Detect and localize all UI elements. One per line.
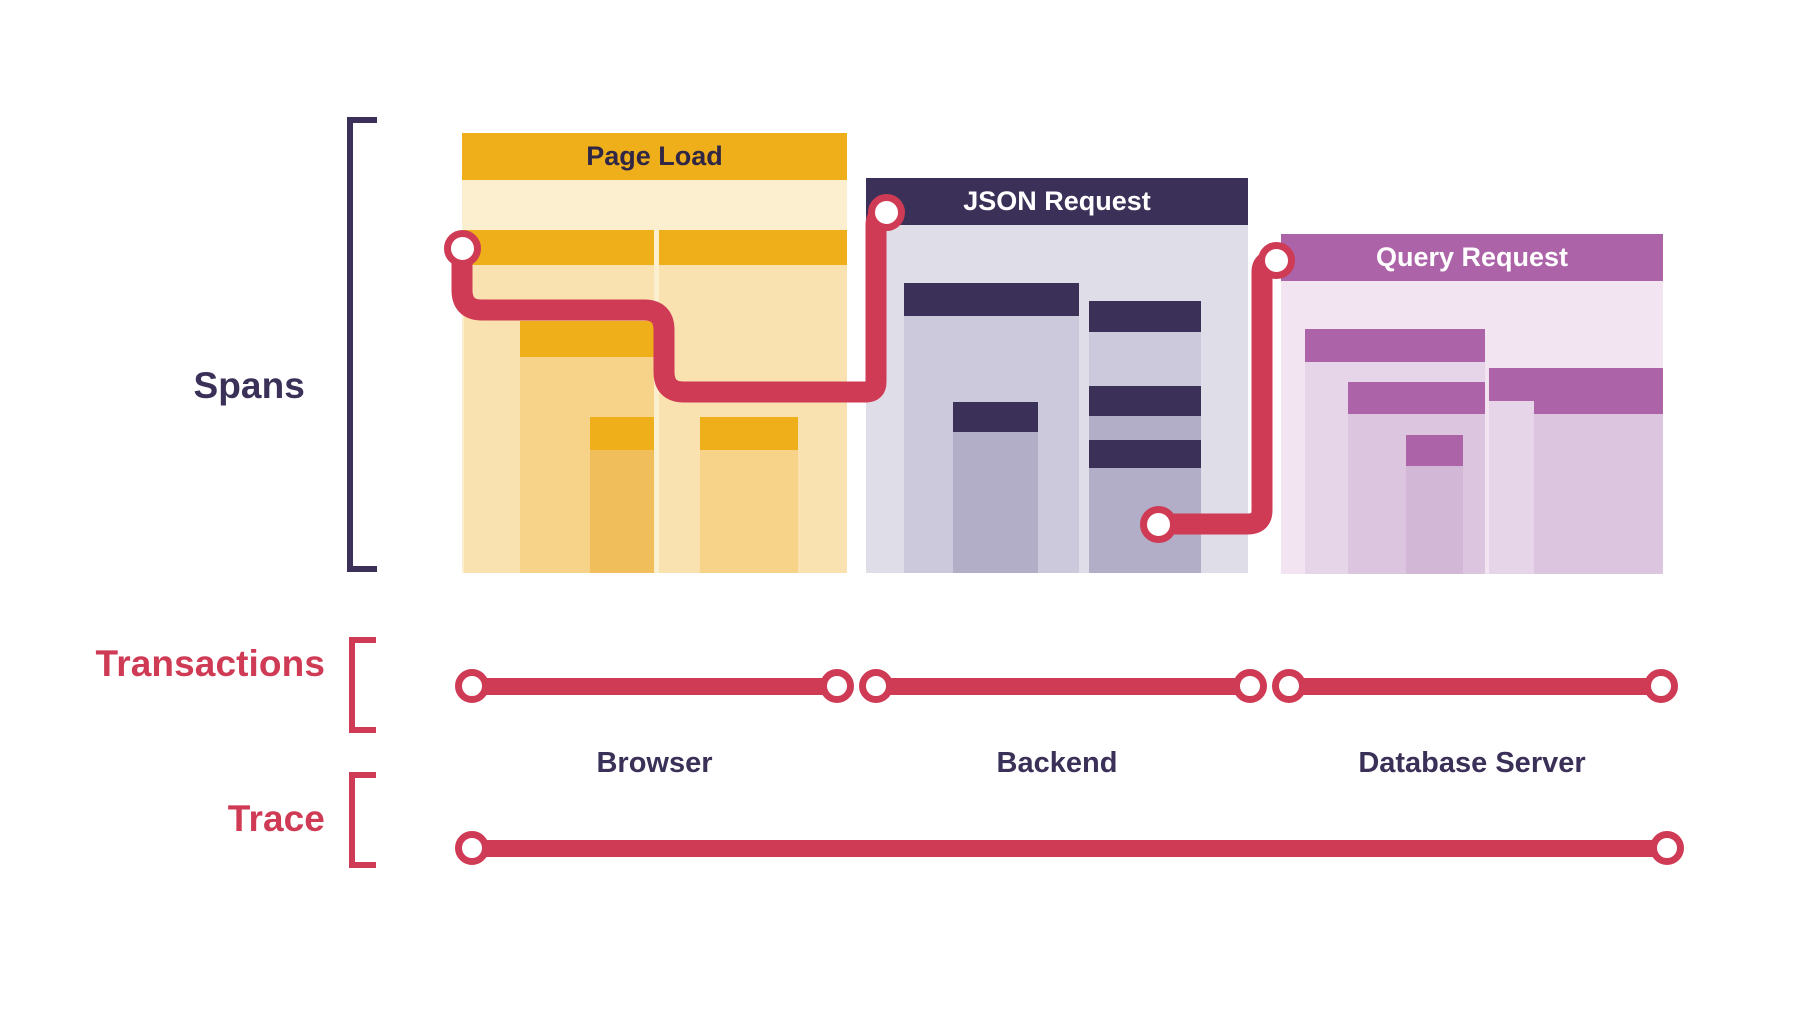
transaction-dot-backend-end[interactable]: [1233, 669, 1267, 703]
transaction-dot-browser-end[interactable]: [820, 669, 854, 703]
bracket-trace: [349, 772, 376, 868]
service-group-database: Query Request Database Server: [1281, 234, 1663, 779]
span-header-db-call: [1089, 386, 1201, 416]
span-header-query-nested-a1: [1348, 382, 1485, 414]
span-body-query-nested-b1: [1534, 414, 1663, 574]
span-header-resource-b: [659, 230, 847, 265]
transaction-line-database[interactable]: [1283, 678, 1663, 695]
row-label-transactions: Transactions: [95, 643, 325, 684]
bracket-transactions: [349, 637, 376, 733]
span-header-db-call-inner: [1089, 440, 1201, 468]
service-caption-backend: Backend: [996, 747, 1118, 779]
span-header-query-a: [1305, 329, 1485, 362]
service-group-browser: Page Load Browser: [462, 133, 847, 779]
span-query-nested-b1[interactable]: [1534, 382, 1663, 574]
span-nested-a2[interactable]: [590, 417, 654, 573]
transaction-line-browser[interactable]: [466, 678, 836, 695]
transaction-dot-database-start[interactable]: [1272, 669, 1306, 703]
span-nested-b1[interactable]: [700, 417, 798, 573]
row-label-spans: Spans: [193, 365, 305, 406]
service-caption-browser: Browser: [596, 747, 713, 779]
span-header-nested-a2: [590, 417, 654, 450]
connector-dot-browser-end[interactable]: [868, 194, 905, 231]
transaction-dot-browser-start[interactable]: [455, 669, 489, 703]
trace-dot-end[interactable]: [1650, 831, 1684, 865]
span-header-page-load: Page Load: [462, 133, 847, 180]
transaction-dot-database-end[interactable]: [1644, 669, 1678, 703]
transaction-dot-backend-start[interactable]: [859, 669, 893, 703]
span-header-resource-a: [464, 230, 654, 265]
span-query-nested-a2[interactable]: [1406, 435, 1463, 574]
connector-dot-browser-start[interactable]: [444, 230, 481, 267]
span-body-nested-b1: [700, 450, 798, 573]
span-header-nested-b1: [700, 417, 798, 450]
service-group-backend: JSON Request Backend: [866, 178, 1248, 779]
span-header-json-request: JSON Request: [866, 178, 1248, 225]
span-header-handler: [904, 283, 1079, 316]
span-header-query-request: Query Request: [1281, 234, 1663, 281]
trace-line[interactable]: [466, 840, 1666, 857]
span-header-nested-a1: [520, 321, 654, 357]
span-header-query-nested-a2: [1406, 435, 1463, 466]
service-caption-database: Database Server: [1358, 747, 1586, 779]
span-body-middleware: [953, 432, 1038, 573]
span-header-serializer: [1089, 301, 1201, 332]
row-label-trace: Trace: [227, 798, 325, 839]
span-header-middleware: [953, 402, 1038, 432]
trace-dot-start[interactable]: [455, 831, 489, 865]
transaction-line-backend[interactable]: [870, 678, 1250, 695]
span-body-nested-a2: [590, 450, 654, 573]
span-body-query-nested-a2: [1406, 466, 1463, 574]
span-db-call-inner[interactable]: [1089, 440, 1201, 573]
span-header-query-nested-b1: [1534, 382, 1663, 414]
bracket-spans: [347, 117, 377, 572]
connector-dot-backend-exit[interactable]: [1140, 506, 1177, 543]
span-middleware[interactable]: [953, 402, 1038, 573]
connector-dot-database-start[interactable]: [1258, 242, 1295, 279]
